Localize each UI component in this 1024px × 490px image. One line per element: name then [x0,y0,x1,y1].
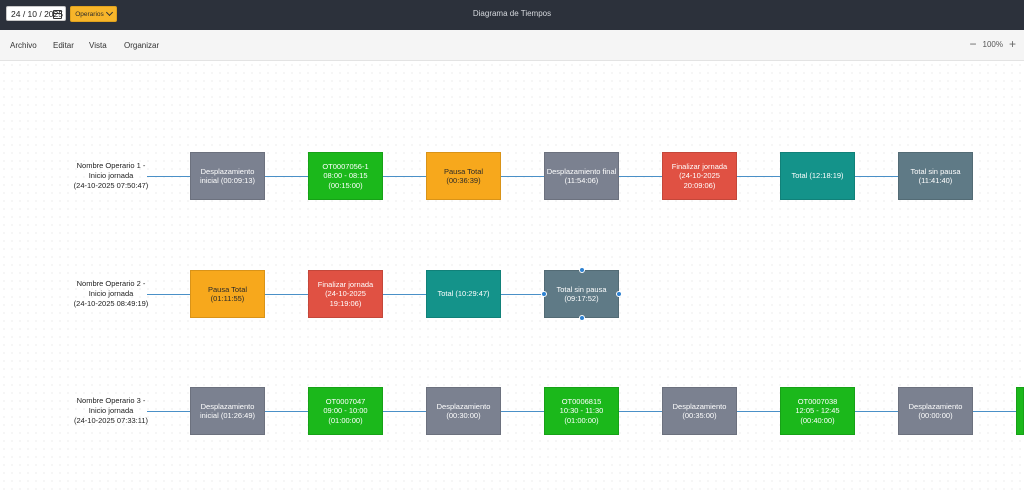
node-text-line: (24-10-2025 19:19:06) [325,289,366,308]
operator-label-line: Inicio jornada [88,171,134,180]
diagram-canvas[interactable]: Nombre Operario 1 -Inicio jornada(24-10-… [0,61,1024,490]
app-title: Diagrama de Tiempos [472,9,552,18]
menu-editar[interactable]: Editar [53,41,74,50]
timeline-node[interactable]: Desplazamiento final(11:54:06) [544,152,619,200]
node-text-line: Pausa Total [207,284,248,294]
menu-organizar[interactable]: Organizar [124,41,160,50]
node-text-line: (00:15:00) [328,180,363,190]
timeline-node[interactable]: Finalizar jornada(24-10-2025 19:19:06) [308,270,383,318]
menu-bar: Archivo Editar Vista Organizar − 100% + [0,30,1024,61]
timeline-node[interactable]: Desplazamiento(00:00:00) [898,387,973,435]
node-text-line: Finalizar jornada [317,279,374,289]
node-text-line: (00:00:00) [918,411,953,420]
operator-label: Nombre Operario 2 -Inicio jornada(24-10-… [52,279,170,309]
node-text-line: (01:11:55) [210,294,245,303]
node-text-line: 09:00 - 10:00 [323,406,368,416]
node-text-line: Desplazamiento [908,401,963,411]
node-text-line: inicial (01:26:49) [199,411,256,420]
node-text-line: OT0006815 [561,396,602,406]
selection-handle[interactable] [578,267,585,273]
node-text-line: (00:36:39) [446,176,481,185]
timeline-node[interactable]: Pausa Total(00:36:39) [426,152,501,200]
node-text-line: (00:35:00) [682,411,717,420]
node-text-line: (11:54:06) [564,176,599,185]
node-text-line: (01:00:00) [328,415,363,425]
node-text-line: (01:00:00) [564,415,599,425]
node-text-line: Pausa Total [443,166,484,176]
node-text-line: (00:40:00) [800,415,835,425]
operator-label-line: Nombre Operario 1 - [76,161,146,170]
node-text-line: (24-10-2025 20:09:06) [679,171,720,190]
operator-label-line: Nombre Operario 3 - [76,396,146,405]
selection-handle[interactable] [578,315,585,321]
node-text-line: Total sin pausa [556,284,607,294]
node-text-line: (09:17:52) [564,294,599,303]
timeline-connector [147,294,619,295]
node-text-line: 12:05 - 12:45 [795,406,840,416]
zoom-controls: − 100% + [970,38,1017,50]
operators-button-label: Operarios [75,10,104,18]
date-value: 24 / 10 / 2025 [11,8,63,19]
operator-label: Nombre Operario 3 -Inicio jornada(24-10-… [52,396,170,426]
date-input[interactable]: 24 / 10 / 2025 [6,6,66,21]
timeline-node[interactable]: Pausa Total(01:11:55) [190,270,265,318]
node-text-line: Desplazamiento [672,401,727,411]
operator-label-line: (24-10-2025 07:50:47) [73,181,149,190]
node-text-line: (00:30:00) [446,411,481,420]
top-bar: 24 / 10 / 2025 Operarios Diagrama de Tie… [0,0,1024,30]
operator-label-line: Nombre Operario 2 - [76,279,146,288]
node-text-line: Total (12:18:19) [791,171,844,181]
node-text-line: (11:41:40) [918,176,953,185]
zoom-level: 100% [982,39,1003,49]
timeline-node[interactable]: Desplazamiento(00:30:00) [426,387,501,435]
node-text-line: OT0007038 [797,396,838,406]
node-text-line: Desplazamiento [200,401,255,411]
operator-label-line: Inicio jornada [88,406,134,415]
node-text-line: OT0007056-1 [322,161,369,171]
menu-archivo[interactable]: Archivo [10,41,37,50]
timeline-node[interactable] [1016,387,1024,435]
operators-dropdown-button[interactable]: Operarios [70,6,117,22]
node-text-line: Desplazamiento [200,166,255,176]
calendar-icon[interactable] [53,10,62,19]
zoom-out-button[interactable]: − [969,37,977,51]
operator-label-line: (24-10-2025 07:33:11) [73,416,149,425]
selection-handle[interactable] [541,291,547,297]
timeline-node[interactable]: Total (12:18:19) [780,152,855,200]
timeline-node[interactable]: Total (10:29:47) [426,270,501,318]
operator-label: Nombre Operario 1 -Inicio jornada(24-10-… [52,161,170,191]
timeline-node[interactable]: Total sin pausa(09:17:52) [544,270,619,318]
node-text-line: Finalizar jornada [671,161,728,171]
node-text-line: Desplazamiento final [546,166,617,176]
node-text-line: Total sin pausa [910,166,961,176]
node-text-line: 08:00 - 08:15 [323,171,368,181]
operator-label-line: (24-10-2025 08:49:19) [73,299,149,308]
node-text-line: 10:30 - 11:30 [559,406,604,416]
selection-handle[interactable] [616,291,622,297]
menu-vista[interactable]: Vista [89,41,107,50]
zoom-in-button[interactable]: + [1008,37,1016,51]
node-text-line: Total (10:29:47) [437,289,490,299]
node-text-line: inicial (00:09:13) [199,176,256,185]
node-text-line: OT0007047 [325,396,366,406]
timeline-node[interactable]: Desplazamiento(00:35:00) [662,387,737,435]
timeline-node[interactable]: Total sin pausa(11:41:40) [898,152,973,200]
operator-label-line: Inicio jornada [88,289,134,298]
timeline-node[interactable]: Finalizar jornada(24-10-2025 20:09:06) [662,152,737,200]
node-text-line: Desplazamiento [436,401,491,411]
